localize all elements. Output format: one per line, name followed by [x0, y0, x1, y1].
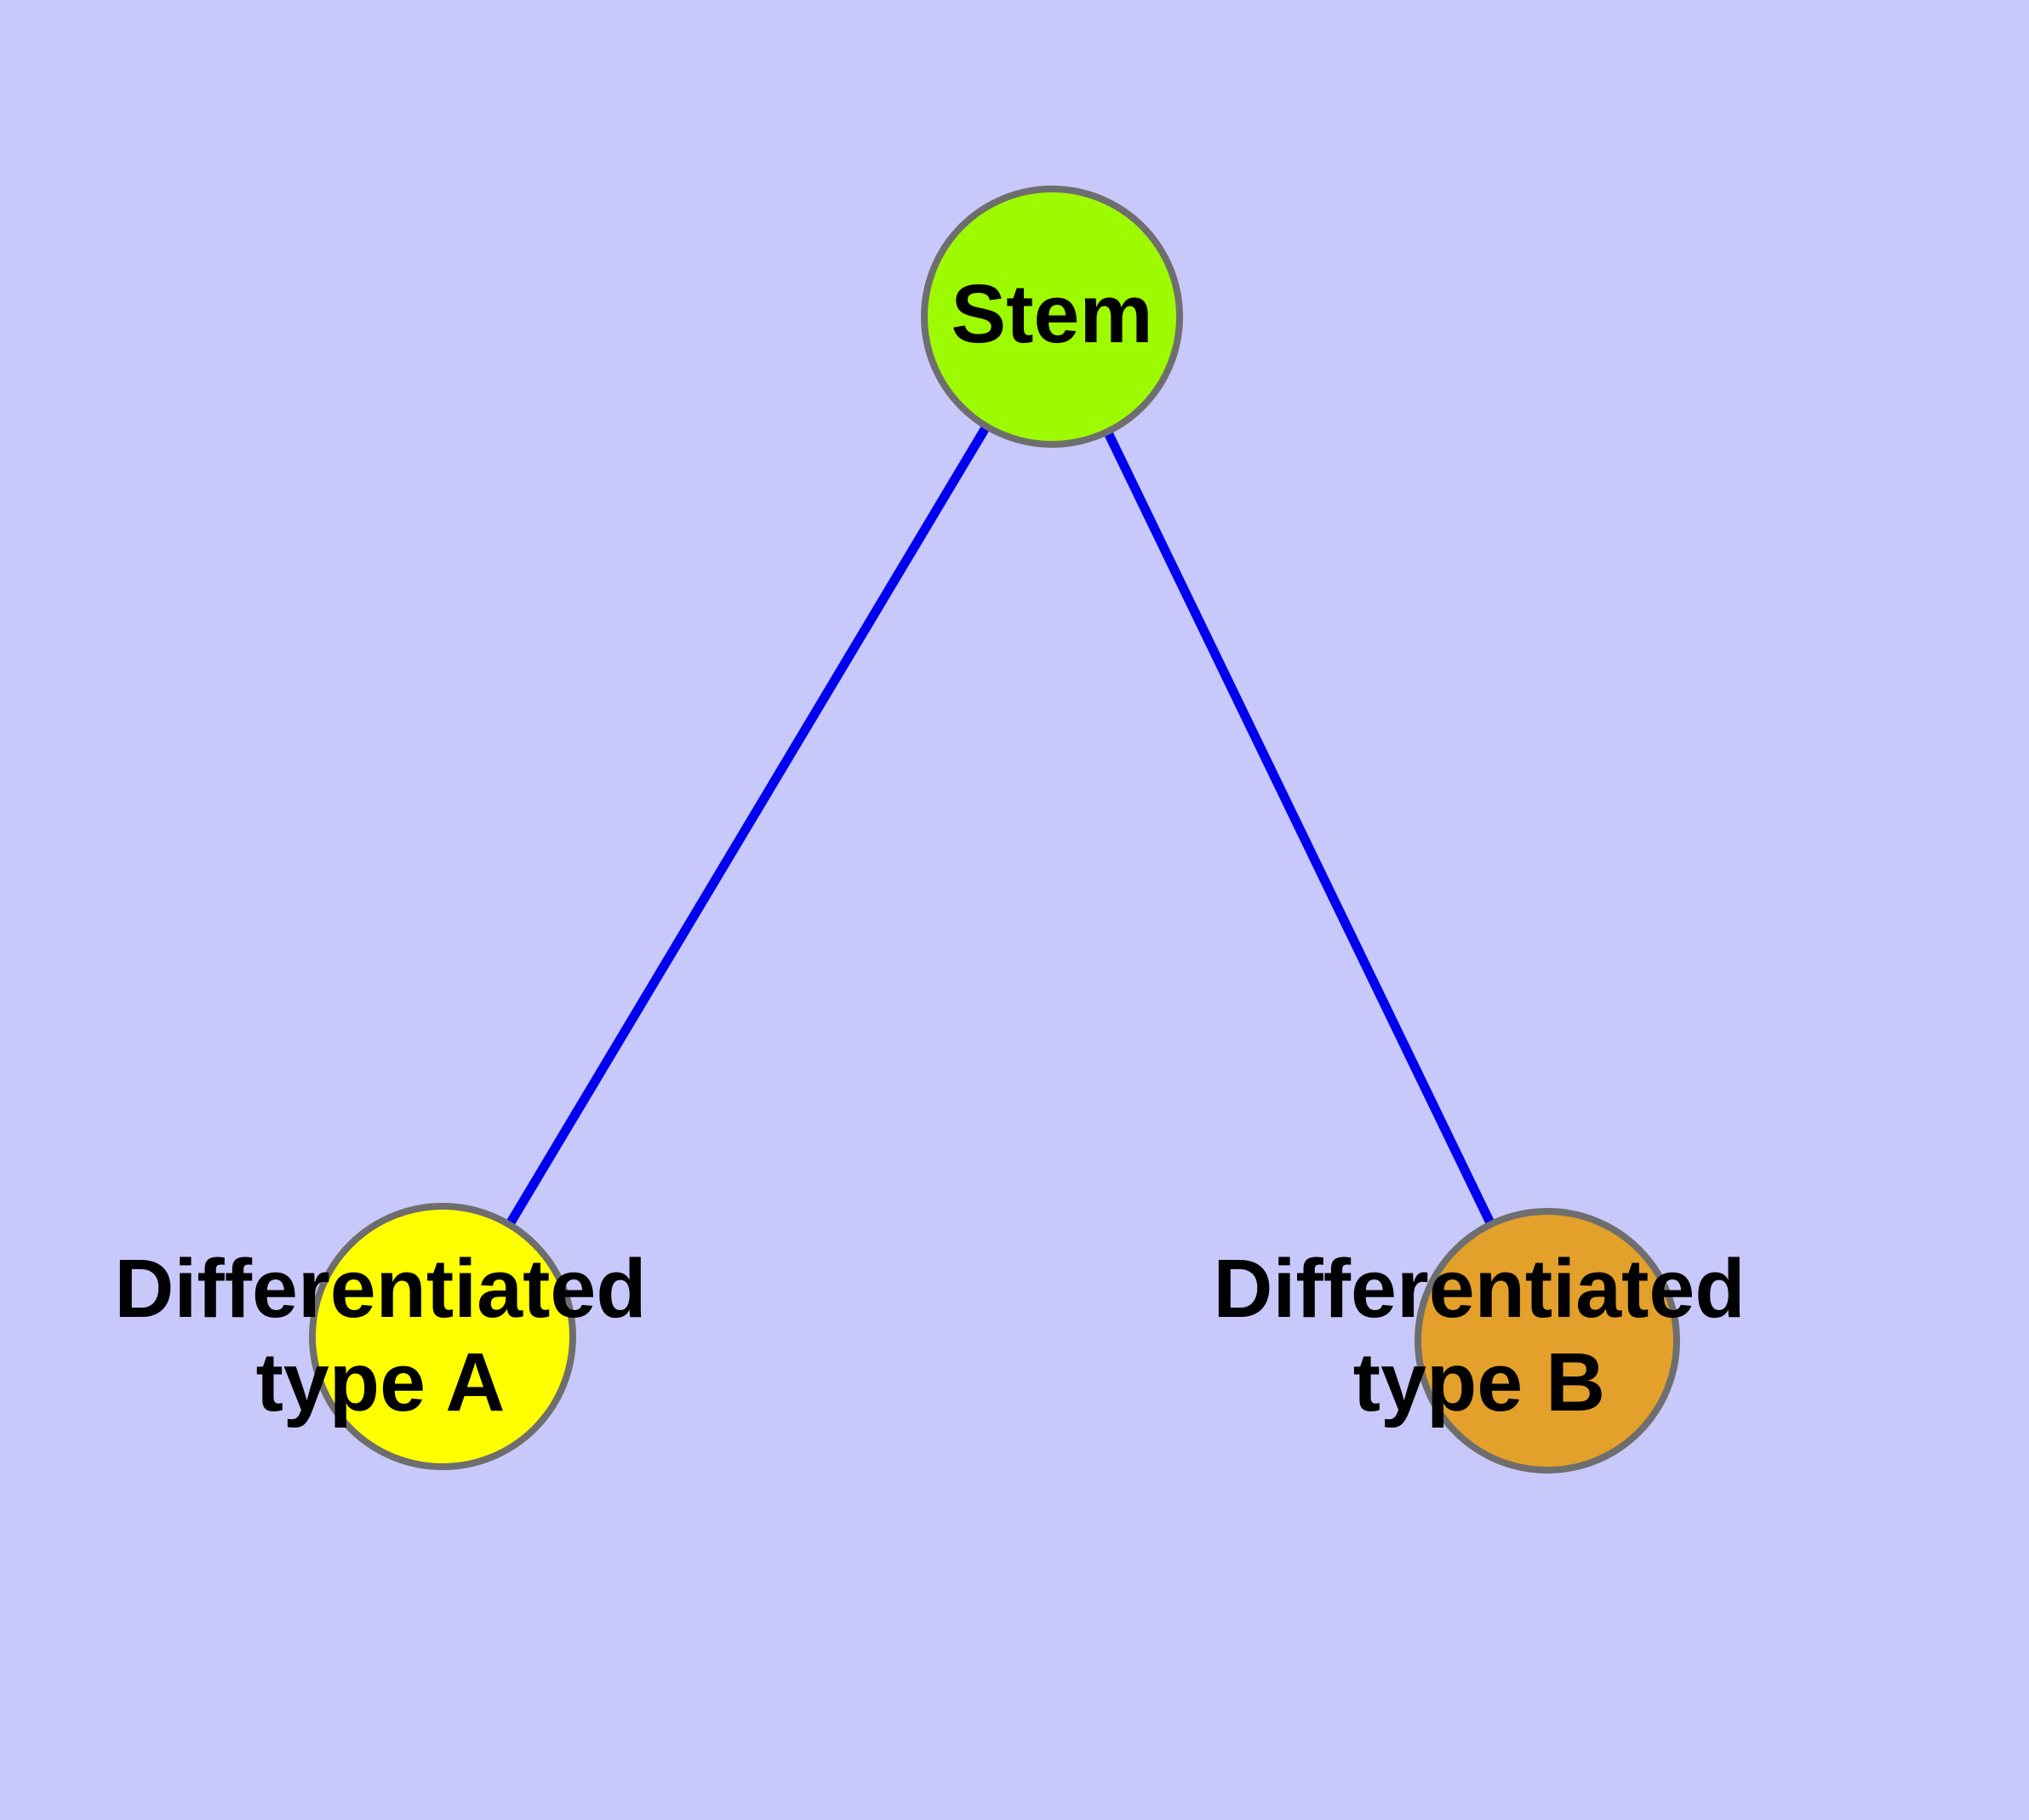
node-circle-diff-b[interactable] [1415, 1208, 1680, 1474]
node-label-line-2-diff-b: type B [1353, 1336, 1605, 1428]
edges-layer [438, 314, 1552, 1343]
node-label-stem: Stem [951, 267, 1152, 360]
node-label-line-1-stem: Stem [951, 267, 1152, 360]
node-label-line-1-diff-b: Differentiated [1213, 1242, 1745, 1335]
node-circle-diff-a[interactable] [309, 1203, 576, 1470]
node-label-line-1-diff-a: Differentiated [114, 1242, 646, 1335]
node-label-line-2-diff-a: type A [256, 1336, 506, 1428]
edge-stem-to-b [1048, 314, 1552, 1343]
nodes-layer [309, 186, 1680, 1474]
node-circle-stem[interactable] [921, 186, 1183, 448]
edge-stem-to-a [438, 314, 1056, 1339]
